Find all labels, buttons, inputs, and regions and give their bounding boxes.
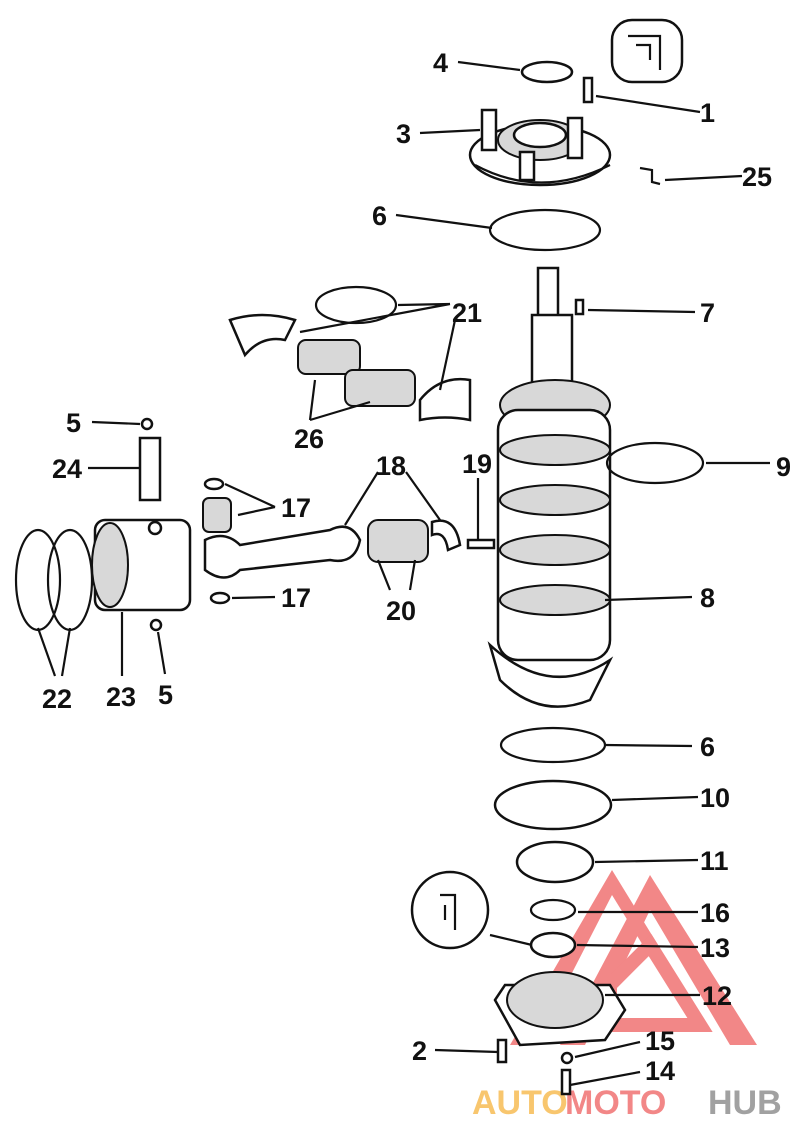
callout-11: 11 [700, 846, 729, 876]
part-cage-26a [297, 339, 361, 375]
part-snap-ring-16 [529, 898, 577, 922]
watermark-moto: MOTO [565, 1084, 666, 1122]
callout-2: 2 [412, 1036, 427, 1066]
callout-12: 12 [702, 981, 732, 1011]
callout-5-top: 5 [66, 408, 81, 438]
part-oring-6-bottom [499, 726, 607, 764]
part-lower-housing-12 [493, 971, 627, 1047]
part-crankshaft-8 [487, 266, 614, 708]
callout-14: 14 [645, 1056, 675, 1086]
part-cage-20 [367, 519, 429, 563]
part-washer-17b [209, 591, 231, 605]
detail-inset-bottom [410, 870, 490, 950]
part-screw-2 [496, 1038, 508, 1064]
part-washer-17a [203, 477, 225, 491]
callout-7: 7 [700, 298, 715, 328]
callout-9: 9 [776, 452, 791, 482]
callout-24: 24 [52, 454, 82, 484]
callout-19: 19 [462, 449, 492, 479]
watermark-hub: HUB [708, 1084, 782, 1122]
callout-20: 20 [386, 596, 416, 626]
callout-25: 25 [742, 162, 772, 192]
part-screw-14 [560, 1068, 572, 1096]
part-bolt-19 [466, 538, 496, 550]
callout-15: 15 [645, 1026, 675, 1056]
part-seal-4 [520, 60, 574, 84]
callout-16: 16 [700, 898, 730, 928]
part-wrist-pin-24 [138, 436, 162, 502]
part-cage-26b [344, 369, 416, 407]
part-retainer-5-bottom [149, 618, 163, 632]
callout-10: 10 [700, 783, 730, 813]
detail-inset-top [610, 18, 684, 84]
callout-26: 26 [294, 424, 324, 454]
part-clip-25 [639, 166, 661, 186]
part-seal-13 [529, 931, 577, 959]
part-gasket-10 [493, 779, 613, 831]
callout-17-top: 17 [281, 493, 311, 523]
watermark-auto: AUTO [472, 1084, 568, 1122]
callout-21: 21 [452, 298, 482, 328]
callout-17-bottom: 17 [281, 583, 311, 613]
part-upper-bearing-housing [468, 108, 612, 187]
callout-1: 1 [700, 98, 715, 128]
part-ring-9 [605, 441, 705, 485]
part-bearing-half-21b [418, 377, 472, 422]
part-connecting-rod [203, 525, 362, 579]
part-washer-15 [560, 1051, 574, 1065]
callout-6-bottom: 6 [700, 732, 715, 762]
part-needle-bearing [202, 497, 232, 533]
callout-6-top: 6 [372, 201, 387, 231]
part-bearing-11 [515, 840, 595, 884]
part-rod-cap-18 [430, 519, 462, 552]
part-retainer-5-top [140, 417, 154, 431]
part-piston-23 [91, 518, 192, 612]
part-key-7 [574, 298, 585, 316]
callout-13: 13 [700, 933, 730, 963]
part-oring-6-top [488, 208, 602, 252]
callout-23: 23 [106, 682, 136, 712]
part-ring-21 [314, 285, 398, 325]
leader-lines [36, 60, 770, 1087]
callout-5-bottom: 5 [158, 680, 173, 710]
part-screw-1 [582, 76, 594, 104]
part-bearing-half-21a [228, 313, 297, 358]
part-ring-22b [46, 528, 94, 632]
callout-18: 18 [376, 451, 406, 481]
callout-8: 8 [700, 583, 715, 613]
callout-3: 3 [396, 119, 411, 149]
callout-4: 4 [433, 48, 448, 78]
callout-22: 22 [42, 684, 72, 714]
